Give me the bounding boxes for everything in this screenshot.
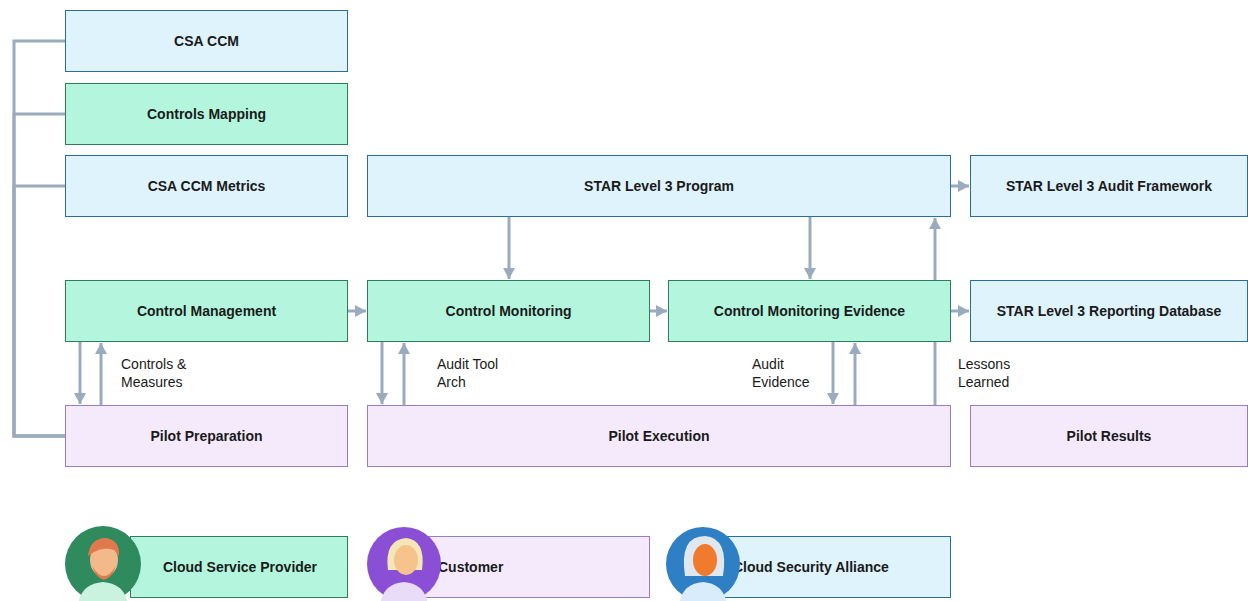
legend-swatch: Customer <box>405 536 650 598</box>
edge-label: Lessons Learned <box>958 355 1030 391</box>
process-box: STAR Level 3 Audit Framework <box>970 155 1248 217</box>
box-text: Pilot Preparation <box>150 427 262 445</box>
process-box: Control Management <box>65 280 348 342</box>
provider-avatar <box>64 526 144 601</box>
edge-label: Controls & Measures <box>121 355 205 391</box>
process-box: Control Monitoring <box>367 280 650 342</box>
connector-arrow <box>650 310 667 313</box>
legend-text: Cloud Service Provider <box>163 558 317 576</box>
box-text: CSA CCM <box>174 32 239 50</box>
process-box: Pilot Results <box>970 405 1248 467</box>
connector-arrow <box>79 342 82 404</box>
connector-arrow <box>951 185 969 188</box>
box-text: Control Monitoring <box>446 302 572 320</box>
legend-text: Cloud Security Alliance <box>733 558 889 576</box>
box-text: Controls Mapping <box>147 105 266 123</box>
connector-arrow <box>508 217 511 279</box>
edge-label: Audit Tool Arch <box>437 355 499 391</box>
connector-arrow <box>14 114 65 436</box>
process-box: Controls Mapping <box>65 83 348 145</box>
connector-arrow <box>403 343 406 405</box>
alliance-avatar <box>665 526 745 601</box>
box-text: Pilot Execution <box>608 427 709 445</box>
connector-arrow <box>809 217 812 279</box>
box-text: STAR Level 3 Audit Framework <box>1006 177 1212 195</box>
legend-swatch: Cloud Service Provider <box>130 536 348 598</box>
box-text: CSA CCM Metrics <box>148 177 266 195</box>
box-text: Control Management <box>137 302 276 320</box>
process-box: Pilot Preparation <box>65 405 348 467</box>
box-text: Pilot Results <box>1067 427 1152 445</box>
connector-arrow <box>854 343 857 405</box>
customer-avatar <box>366 526 446 601</box>
process-box: Pilot Execution <box>367 405 951 467</box>
box-text: Control Monitoring Evidence <box>714 302 905 320</box>
connector-arrow <box>951 310 969 313</box>
legend-text: Customer <box>438 558 503 576</box>
process-box: STAR Level 3 Reporting Database <box>970 280 1248 342</box>
process-box: STAR Level 3 Program <box>367 155 951 217</box>
connector-arrow <box>348 310 366 313</box>
connector-arrow <box>100 343 103 405</box>
connector-arrow <box>832 342 835 404</box>
connector-arrow <box>14 41 65 436</box>
edge-label: Audit Evidence <box>752 355 822 391</box>
connector-arrow <box>14 186 65 436</box>
process-box: CSA CCM <box>65 10 348 72</box>
box-text: STAR Level 3 Reporting Database <box>997 302 1222 320</box>
process-box: Control Monitoring Evidence <box>668 280 951 342</box>
box-text: STAR Level 3 Program <box>584 177 734 195</box>
process-box: CSA CCM Metrics <box>65 155 348 217</box>
connector-arrow <box>381 342 384 404</box>
